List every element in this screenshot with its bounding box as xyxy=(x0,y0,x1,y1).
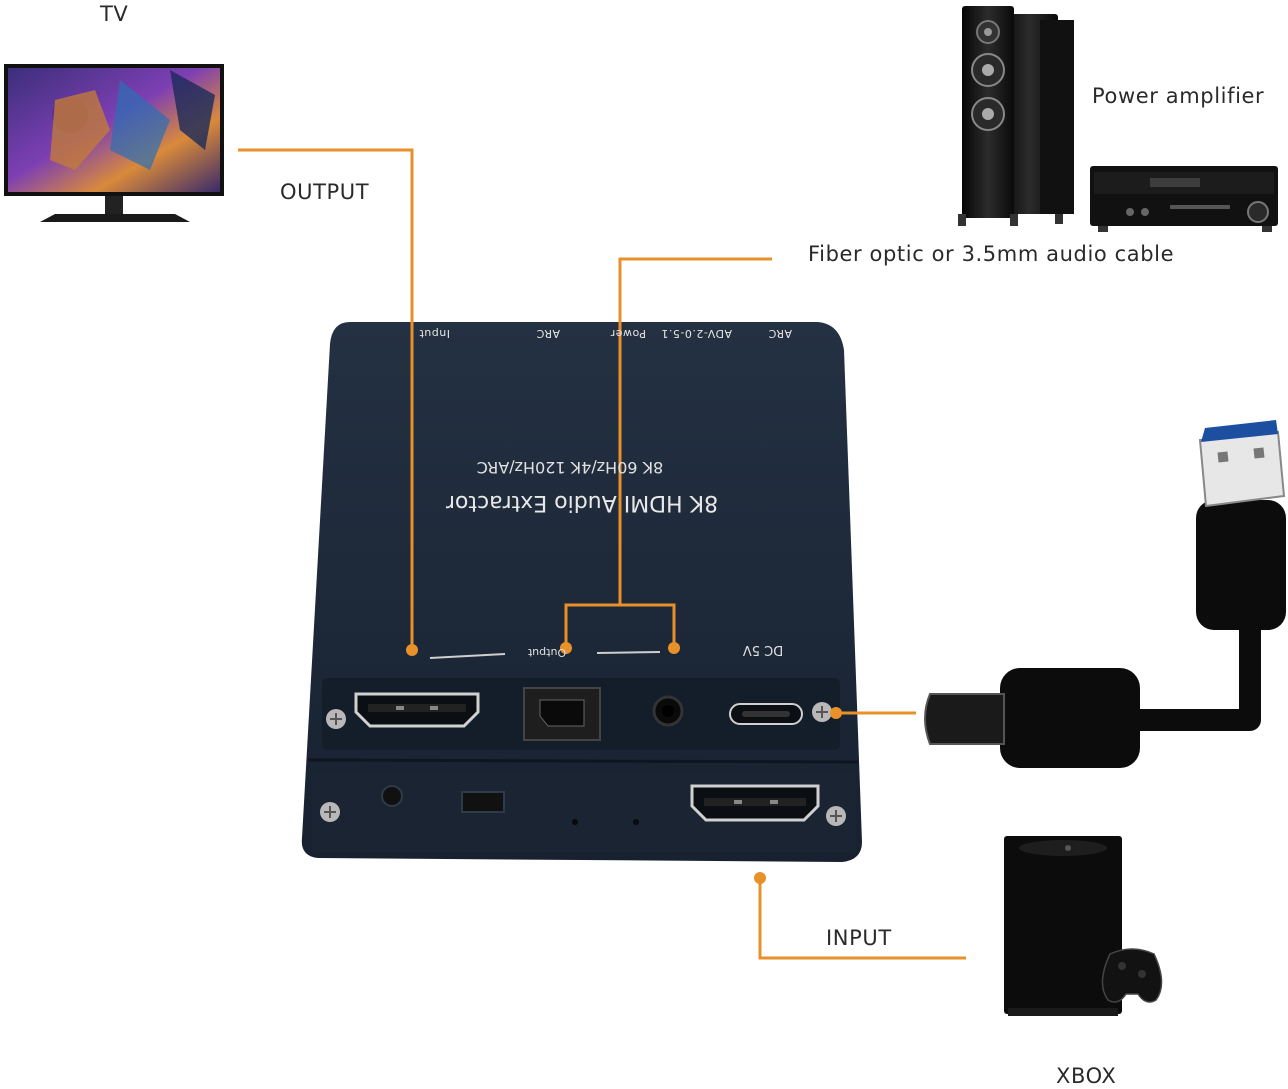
connector-lines xyxy=(238,148,966,960)
screw-icon xyxy=(326,709,346,729)
usb-a-plug xyxy=(1198,430,1286,508)
device-top-edge-labels: ARC ADV-2.0-5.1 Power ARC Input xyxy=(392,324,792,344)
screw-icon xyxy=(826,806,846,826)
usb-c-power-port xyxy=(729,703,803,725)
speaker-illustration xyxy=(958,6,1074,226)
device-output-label: Output xyxy=(527,646,567,659)
hdmi-input-port xyxy=(690,784,820,822)
device-title: 8K HDMI Audio Extractor xyxy=(445,490,719,515)
device-subtitle: 8K 60Hz/4K 120Hz/ARC xyxy=(476,458,664,477)
hdmi-output-port xyxy=(354,692,480,728)
tv-output-line xyxy=(238,148,414,648)
screw-icon xyxy=(812,702,832,722)
tv-neck xyxy=(105,196,123,214)
device-dc-label: DC 5V xyxy=(742,642,784,657)
usb-cable-illustration xyxy=(924,420,1286,768)
audio-jack-port xyxy=(652,695,684,727)
receiver-illustration xyxy=(1090,166,1278,232)
label-input: Input xyxy=(419,327,450,340)
fiber-cable-label: Fiber optic or 3.5mm audio cable xyxy=(808,242,1175,266)
led-indicator xyxy=(633,819,639,825)
connector-dots xyxy=(406,642,842,884)
mode-switch xyxy=(461,791,505,813)
label-adv: ADV-2.0-5.1 xyxy=(660,327,732,340)
led-indicator xyxy=(381,785,403,807)
led-indicator xyxy=(572,819,578,825)
input-label: INPUT xyxy=(826,926,892,950)
controller-icon xyxy=(1101,948,1163,1003)
power-amplifier-label: Power amplifier xyxy=(1092,84,1265,108)
usb-c-plug xyxy=(924,693,1005,745)
label-arc-right: ARC xyxy=(768,327,792,340)
audio-extractor-device xyxy=(301,322,862,862)
xbox-console xyxy=(1004,836,1122,1014)
label-arc-left: ARC xyxy=(536,327,560,340)
label-power: Power xyxy=(610,327,646,340)
tv-illustration xyxy=(4,64,224,222)
usb-a-boot xyxy=(1196,500,1286,630)
xbox-illustration xyxy=(1004,836,1163,1016)
usb-c-boot xyxy=(1000,668,1140,768)
tv-stand xyxy=(40,214,190,222)
audio-branch-line xyxy=(564,603,676,648)
audio-cable-line xyxy=(618,257,772,605)
screw-icon xyxy=(320,802,340,822)
input-line xyxy=(758,878,966,960)
output-label: OUTPUT xyxy=(280,180,370,204)
tv-label: TV xyxy=(100,2,129,26)
xbox-label: XBOX xyxy=(1056,1064,1117,1088)
optical-port xyxy=(523,687,601,741)
